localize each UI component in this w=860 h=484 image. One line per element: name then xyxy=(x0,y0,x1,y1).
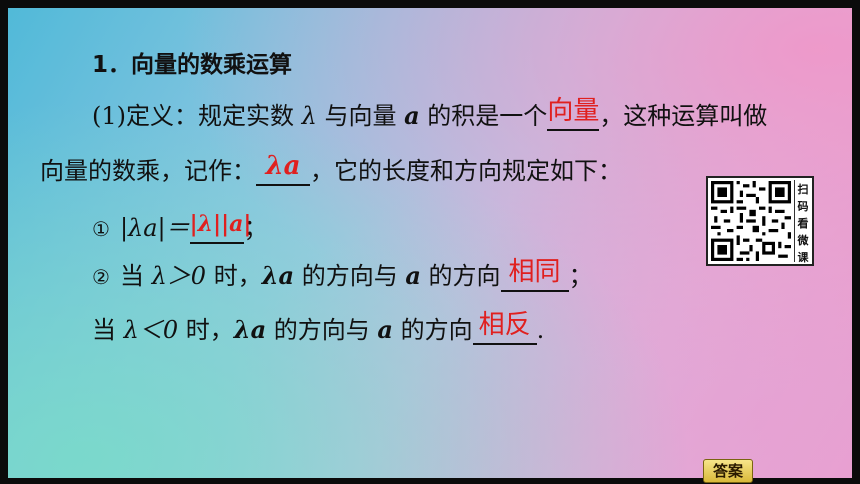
qr-label-char: 扫 xyxy=(797,183,809,196)
circled-number-2: ② xyxy=(92,265,110,289)
answer-text: λa xyxy=(265,151,301,181)
text: 时， xyxy=(206,262,262,290)
section-title: 1．向量的数乘运算 xyxy=(92,52,293,78)
notation-line: 向量的数乘，记作： λa ，它的长度和方向规定如下： xyxy=(40,152,622,186)
text: 当 xyxy=(119,262,152,290)
text: 的方向与 xyxy=(294,262,406,290)
text: ，这种运算叫做 xyxy=(599,102,768,130)
frame-top xyxy=(0,0,860,8)
vector-a: a xyxy=(405,261,421,290)
frame-bottom xyxy=(0,478,860,484)
text: 的方向 xyxy=(420,262,501,290)
answer-text: 向量 xyxy=(547,96,600,126)
qr-label-char: 微 xyxy=(797,234,809,247)
vector-a: a xyxy=(377,315,393,344)
text: ，它的长度和方向规定如下： xyxy=(310,157,622,185)
lambda-a: λa xyxy=(261,261,295,290)
math-expr: |λa|＝ xyxy=(119,214,190,242)
definition-line: (1)定义：规定实数 λ 与向量 a 的积是一个向量，这种运算叫做 xyxy=(92,97,768,131)
direction-rule-negative: 当 λ＜0 时，λa 的方向与 a 的方向相反. xyxy=(92,311,545,345)
text: 的方向与 xyxy=(266,316,378,344)
text: 与向量 xyxy=(316,102,405,130)
qr-code-icon xyxy=(711,181,791,261)
lambda-a: λa xyxy=(233,315,267,344)
text: 当 xyxy=(92,316,124,344)
qr-label-char: 看 xyxy=(797,217,809,230)
text: (1)定义：规定实数 xyxy=(92,102,302,130)
qr-code-image[interactable] xyxy=(711,181,791,261)
qr-code-panel[interactable]: 扫 码 看 微 课 xyxy=(706,176,814,266)
answer-blank-3: |λ||a| xyxy=(189,211,251,244)
condition: λ＜0 xyxy=(123,316,179,344)
qr-label-char: 码 xyxy=(797,200,809,213)
answer-text: |λ||a| xyxy=(189,211,252,237)
answer-blank-1: 向量 xyxy=(547,97,599,131)
condition: λ＞0 xyxy=(151,262,207,290)
answer-text: 相同 xyxy=(508,257,561,287)
answer-blank-2: λa xyxy=(256,152,310,186)
frame-right xyxy=(852,0,860,484)
text: 时， xyxy=(178,316,234,344)
lambda-symbol: λ xyxy=(301,102,317,130)
text: . xyxy=(536,316,545,344)
qr-label: 扫 码 看 微 课 xyxy=(794,180,811,264)
answer-blank-4: 相同 xyxy=(500,258,569,292)
length-rule-line: ① |λa|＝|λ||a|； xyxy=(92,211,268,244)
answer-text: 相反 xyxy=(478,310,531,340)
frame-left xyxy=(0,0,8,484)
vector-a: a xyxy=(404,101,420,130)
text: ； xyxy=(243,214,268,242)
text: 的积是一个 xyxy=(419,102,548,130)
qr-label-char: 课 xyxy=(797,251,809,264)
text: ； xyxy=(568,262,593,290)
text: 的方向 xyxy=(392,316,473,344)
answer-blank-5: 相反 xyxy=(472,311,537,345)
circled-number-1: ① xyxy=(92,217,110,241)
text: 向量的数乘，记作： xyxy=(40,157,256,185)
answer-button[interactable]: 答案 xyxy=(703,459,753,483)
